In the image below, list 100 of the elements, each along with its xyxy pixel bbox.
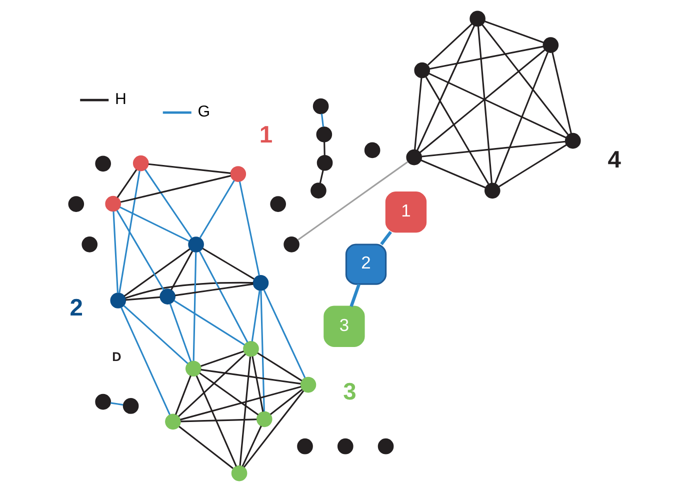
node-circle (256, 411, 272, 428)
node-circle (337, 438, 354, 454)
connector (380, 230, 392, 246)
connector (422, 140, 566, 158)
connector (178, 426, 234, 469)
node-circle (132, 155, 149, 172)
connector (494, 52, 548, 184)
connector (200, 350, 244, 367)
label: D (112, 350, 122, 364)
node-box: 2 (345, 244, 387, 285)
connector (120, 307, 170, 415)
connector (416, 25, 476, 151)
connector (202, 248, 254, 280)
connector (144, 169, 192, 239)
connector (110, 402, 124, 406)
connector (198, 251, 248, 342)
connector (477, 26, 493, 184)
connector (238, 181, 260, 276)
node-circle (378, 438, 394, 454)
node-circle (470, 10, 486, 27)
connector (428, 72, 566, 138)
connector (178, 353, 246, 418)
connector (319, 170, 324, 184)
connector (192, 252, 197, 361)
connector (112, 211, 119, 293)
node-circle (230, 166, 246, 182)
connector (320, 114, 324, 127)
legend-label: H (114, 91, 126, 108)
node-circle (316, 126, 332, 142)
connector (148, 163, 231, 174)
connector (196, 376, 237, 467)
label: 1 (259, 122, 273, 149)
node-circle (165, 414, 181, 430)
connector (120, 175, 231, 203)
node-circle (186, 360, 202, 377)
node-circle (95, 394, 111, 410)
node-box: 3 (324, 306, 365, 347)
label: 2 (70, 294, 84, 322)
connector (180, 418, 257, 422)
connector (427, 23, 473, 66)
connector (126, 296, 160, 301)
connector (414, 78, 422, 150)
node-circle (564, 132, 581, 149)
connector (242, 426, 262, 467)
connector (251, 290, 260, 342)
node-circle (110, 292, 126, 308)
node-circle (95, 156, 111, 172)
connector (180, 386, 302, 420)
connector (482, 24, 569, 136)
legend-label: G (198, 104, 210, 121)
node-circle (316, 154, 333, 171)
node-circle (284, 236, 300, 252)
connector (260, 290, 265, 412)
connector (552, 52, 572, 134)
connector (324, 142, 326, 156)
connector (270, 388, 303, 415)
connector (199, 180, 235, 238)
connector (420, 160, 486, 188)
connector (297, 161, 408, 241)
connector (124, 248, 190, 297)
connector (118, 170, 140, 294)
connector (169, 303, 192, 362)
connector (419, 49, 546, 154)
node-circle (122, 398, 139, 414)
connector (257, 352, 302, 382)
node-circle (300, 376, 316, 393)
connector (429, 46, 544, 70)
node-circle (542, 37, 559, 53)
connector (263, 290, 306, 378)
connector (252, 356, 264, 412)
node-circle (252, 275, 269, 291)
connector (116, 210, 164, 290)
node-circle (312, 98, 329, 114)
connector (243, 390, 304, 468)
node-circle (105, 196, 121, 212)
node-circle (270, 196, 286, 212)
node-circle (160, 288, 176, 304)
connector (498, 144, 567, 188)
connector (239, 356, 252, 466)
label: 4 (608, 146, 621, 174)
connector (174, 300, 245, 346)
node-circle (297, 438, 313, 454)
connector (484, 20, 544, 44)
node-circle (82, 236, 98, 252)
connector (123, 305, 188, 364)
connector (170, 250, 194, 290)
node-circle (484, 182, 500, 199)
label: 3 (343, 378, 356, 406)
connector (199, 372, 259, 416)
connector (120, 206, 190, 242)
node-circle (243, 340, 259, 357)
node-circle (406, 149, 422, 166)
node-circle (310, 182, 326, 198)
connector (200, 368, 301, 384)
connector (174, 375, 192, 415)
node-circle (68, 196, 84, 212)
connector (116, 169, 138, 198)
connector (425, 76, 490, 184)
node-circle (414, 62, 430, 78)
node-circle (231, 465, 248, 482)
